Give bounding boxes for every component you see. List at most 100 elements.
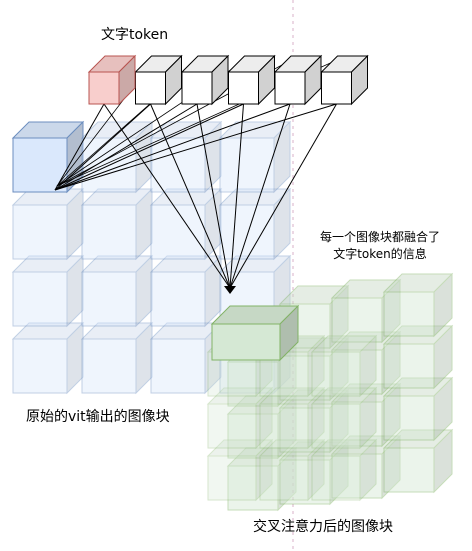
connector-line — [54, 103, 337, 191]
fused-block — [278, 336, 350, 402]
cube-side-face — [204, 187, 222, 261]
fused-block — [258, 386, 326, 450]
fused-block — [278, 388, 350, 454]
cube-front-face — [81, 338, 137, 394]
text-token-highlight — [87, 54, 137, 106]
cube-side-face — [433, 324, 453, 390]
cube-front-face — [219, 137, 275, 193]
fused-block — [382, 272, 454, 338]
original-block-highlight — [11, 120, 85, 194]
cube-side-face — [307, 334, 325, 398]
cube-front-face — [279, 459, 331, 505]
connector-line — [229, 103, 244, 289]
cube-top-face — [330, 435, 402, 455]
text-token — [273, 54, 323, 106]
cube-top-face — [278, 389, 350, 409]
cube-side-face — [359, 386, 377, 450]
cube-side-face — [329, 336, 349, 402]
cube-side-face — [277, 446, 297, 512]
cube-side-face — [433, 272, 453, 338]
fused-block — [226, 446, 298, 512]
cube-front-face — [331, 401, 383, 447]
cube-top-face — [80, 255, 154, 273]
cube-front-face — [211, 323, 281, 361]
fused-blocks-label: 交叉注意力后的图像块 — [253, 519, 393, 535]
cube-side-face — [433, 376, 453, 442]
cube-top-face — [382, 325, 454, 345]
cube-front-face — [81, 204, 137, 260]
cube-side-face — [135, 187, 153, 261]
cube-top-face — [330, 383, 402, 403]
connector-line — [54, 103, 151, 191]
cube-top-face — [149, 188, 223, 206]
cube-front-face — [150, 338, 206, 394]
fused-block — [330, 382, 402, 448]
cube-front-face — [311, 351, 361, 397]
cube-front-face — [383, 291, 435, 337]
cube-side-face — [66, 321, 84, 395]
fused-block — [382, 324, 454, 390]
fusion-note-line-2: 文字token的信息 — [333, 247, 427, 262]
attention-connectors — [54, 57, 342, 294]
cube-side-face — [135, 254, 153, 328]
cube-top-face — [226, 395, 298, 415]
fused-block — [310, 334, 378, 398]
cube-side-face — [135, 321, 153, 395]
cube-front-face — [331, 453, 383, 499]
cube-side-face — [255, 386, 273, 450]
cube-top-face — [206, 387, 274, 405]
cube-side-face — [433, 428, 453, 494]
original-block — [80, 120, 154, 194]
fused-block-highlight — [210, 304, 300, 362]
cube-top-face — [80, 188, 154, 206]
connector-line — [196, 103, 231, 289]
connector-line — [150, 103, 231, 289]
connector-line — [229, 103, 291, 289]
cube-front-face — [88, 71, 120, 105]
cube-top-face — [382, 377, 454, 397]
cube-front-face — [207, 403, 257, 449]
fused-block — [382, 376, 454, 442]
cube-top-face — [206, 439, 274, 457]
cube-front-face — [135, 71, 166, 105]
cube-front-face — [383, 447, 435, 493]
original-block — [80, 254, 154, 328]
cube-top-face — [330, 331, 402, 351]
cube-front-face — [12, 338, 68, 394]
cube-front-face — [279, 355, 331, 401]
cube-top-face — [80, 322, 154, 340]
cube-front-face — [207, 455, 257, 501]
fusion-note: 每一个图像块都融合了 文字token的信息 — [300, 229, 460, 264]
cube-side-face — [381, 434, 401, 500]
cube-side-face — [329, 388, 349, 454]
text-token — [320, 54, 369, 106]
cube-top-face — [258, 439, 326, 457]
cube-top-face — [382, 429, 454, 449]
text-token-label: 文字token — [101, 27, 169, 43]
cube-top-face — [278, 285, 350, 305]
cube-top-face — [149, 255, 223, 273]
fused-block — [330, 434, 402, 500]
cube-front-face — [219, 204, 275, 260]
cube-side-face — [329, 284, 349, 350]
cube-top-face — [330, 279, 402, 299]
cube-front-face — [279, 407, 331, 453]
original-block — [11, 187, 85, 261]
cube-side-face — [329, 440, 349, 506]
cube-top-face — [218, 188, 292, 206]
connector-line — [54, 103, 105, 191]
original-block — [80, 187, 154, 261]
cube-front-face — [274, 71, 306, 105]
cube-front-face — [331, 297, 383, 343]
cube-top-face — [310, 335, 378, 353]
connector-line — [54, 103, 198, 191]
cube-front-face — [12, 204, 68, 260]
cube-front-face — [150, 204, 206, 260]
cube-top-face — [11, 188, 85, 206]
fused-block — [206, 386, 274, 450]
cube-side-face — [381, 278, 401, 344]
connector-line — [103, 103, 231, 289]
cube-side-face — [255, 438, 273, 502]
text-token — [227, 54, 276, 106]
